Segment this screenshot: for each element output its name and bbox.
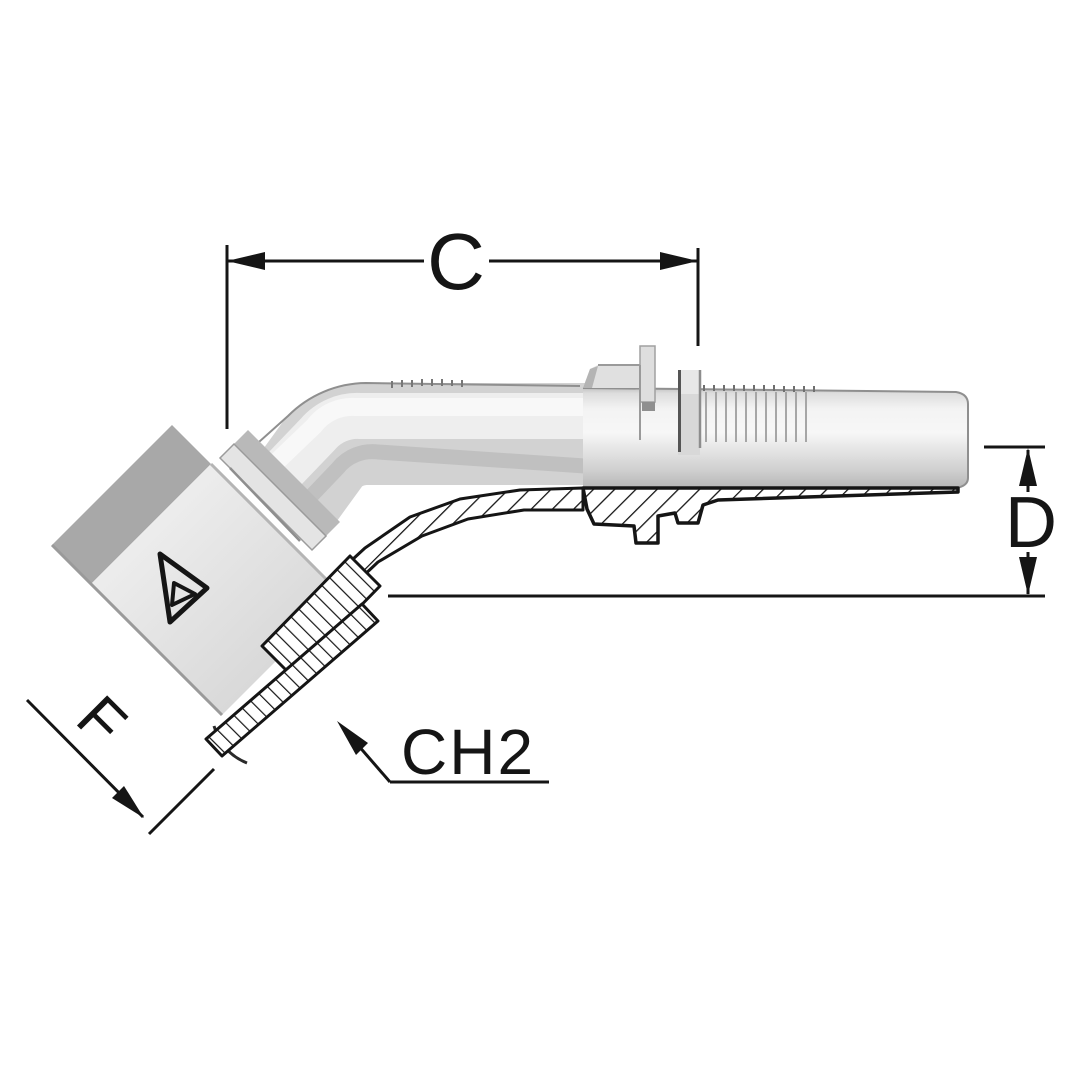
barb-serrations (703, 385, 815, 392)
triangle-logo-icon (157, 551, 210, 625)
locking-tab (639, 345, 656, 403)
thread-section (260, 554, 382, 678)
dimension-d (388, 445, 1045, 598)
dimension-c (225, 245, 700, 429)
chamfer-label: CH2 (401, 716, 535, 788)
dimension-d-label: D (1005, 483, 1057, 563)
ch2-arrow (337, 721, 368, 755)
nut-top-facet (52, 425, 211, 584)
elbow-tube (239, 379, 586, 533)
dimension-f (25, 698, 216, 836)
c-arrow-right (660, 252, 698, 270)
d-arrow-down (1019, 557, 1037, 595)
dimension-c-label: C (427, 217, 485, 306)
collar (583, 365, 640, 388)
d-arrow-up (1019, 448, 1037, 486)
bend-serrations (391, 379, 463, 388)
chamfer-callout (337, 721, 549, 784)
c-arrow-left (227, 252, 265, 270)
stem-wall-section (581, 486, 960, 545)
swivel-washer (218, 430, 340, 552)
f-extension-tick (147, 767, 216, 836)
hose-stem (582, 345, 969, 489)
f-arrow (112, 786, 144, 818)
section-hatching (204, 486, 960, 758)
hose-barbs (705, 392, 807, 442)
nut-end-chamfer-band (204, 602, 380, 758)
